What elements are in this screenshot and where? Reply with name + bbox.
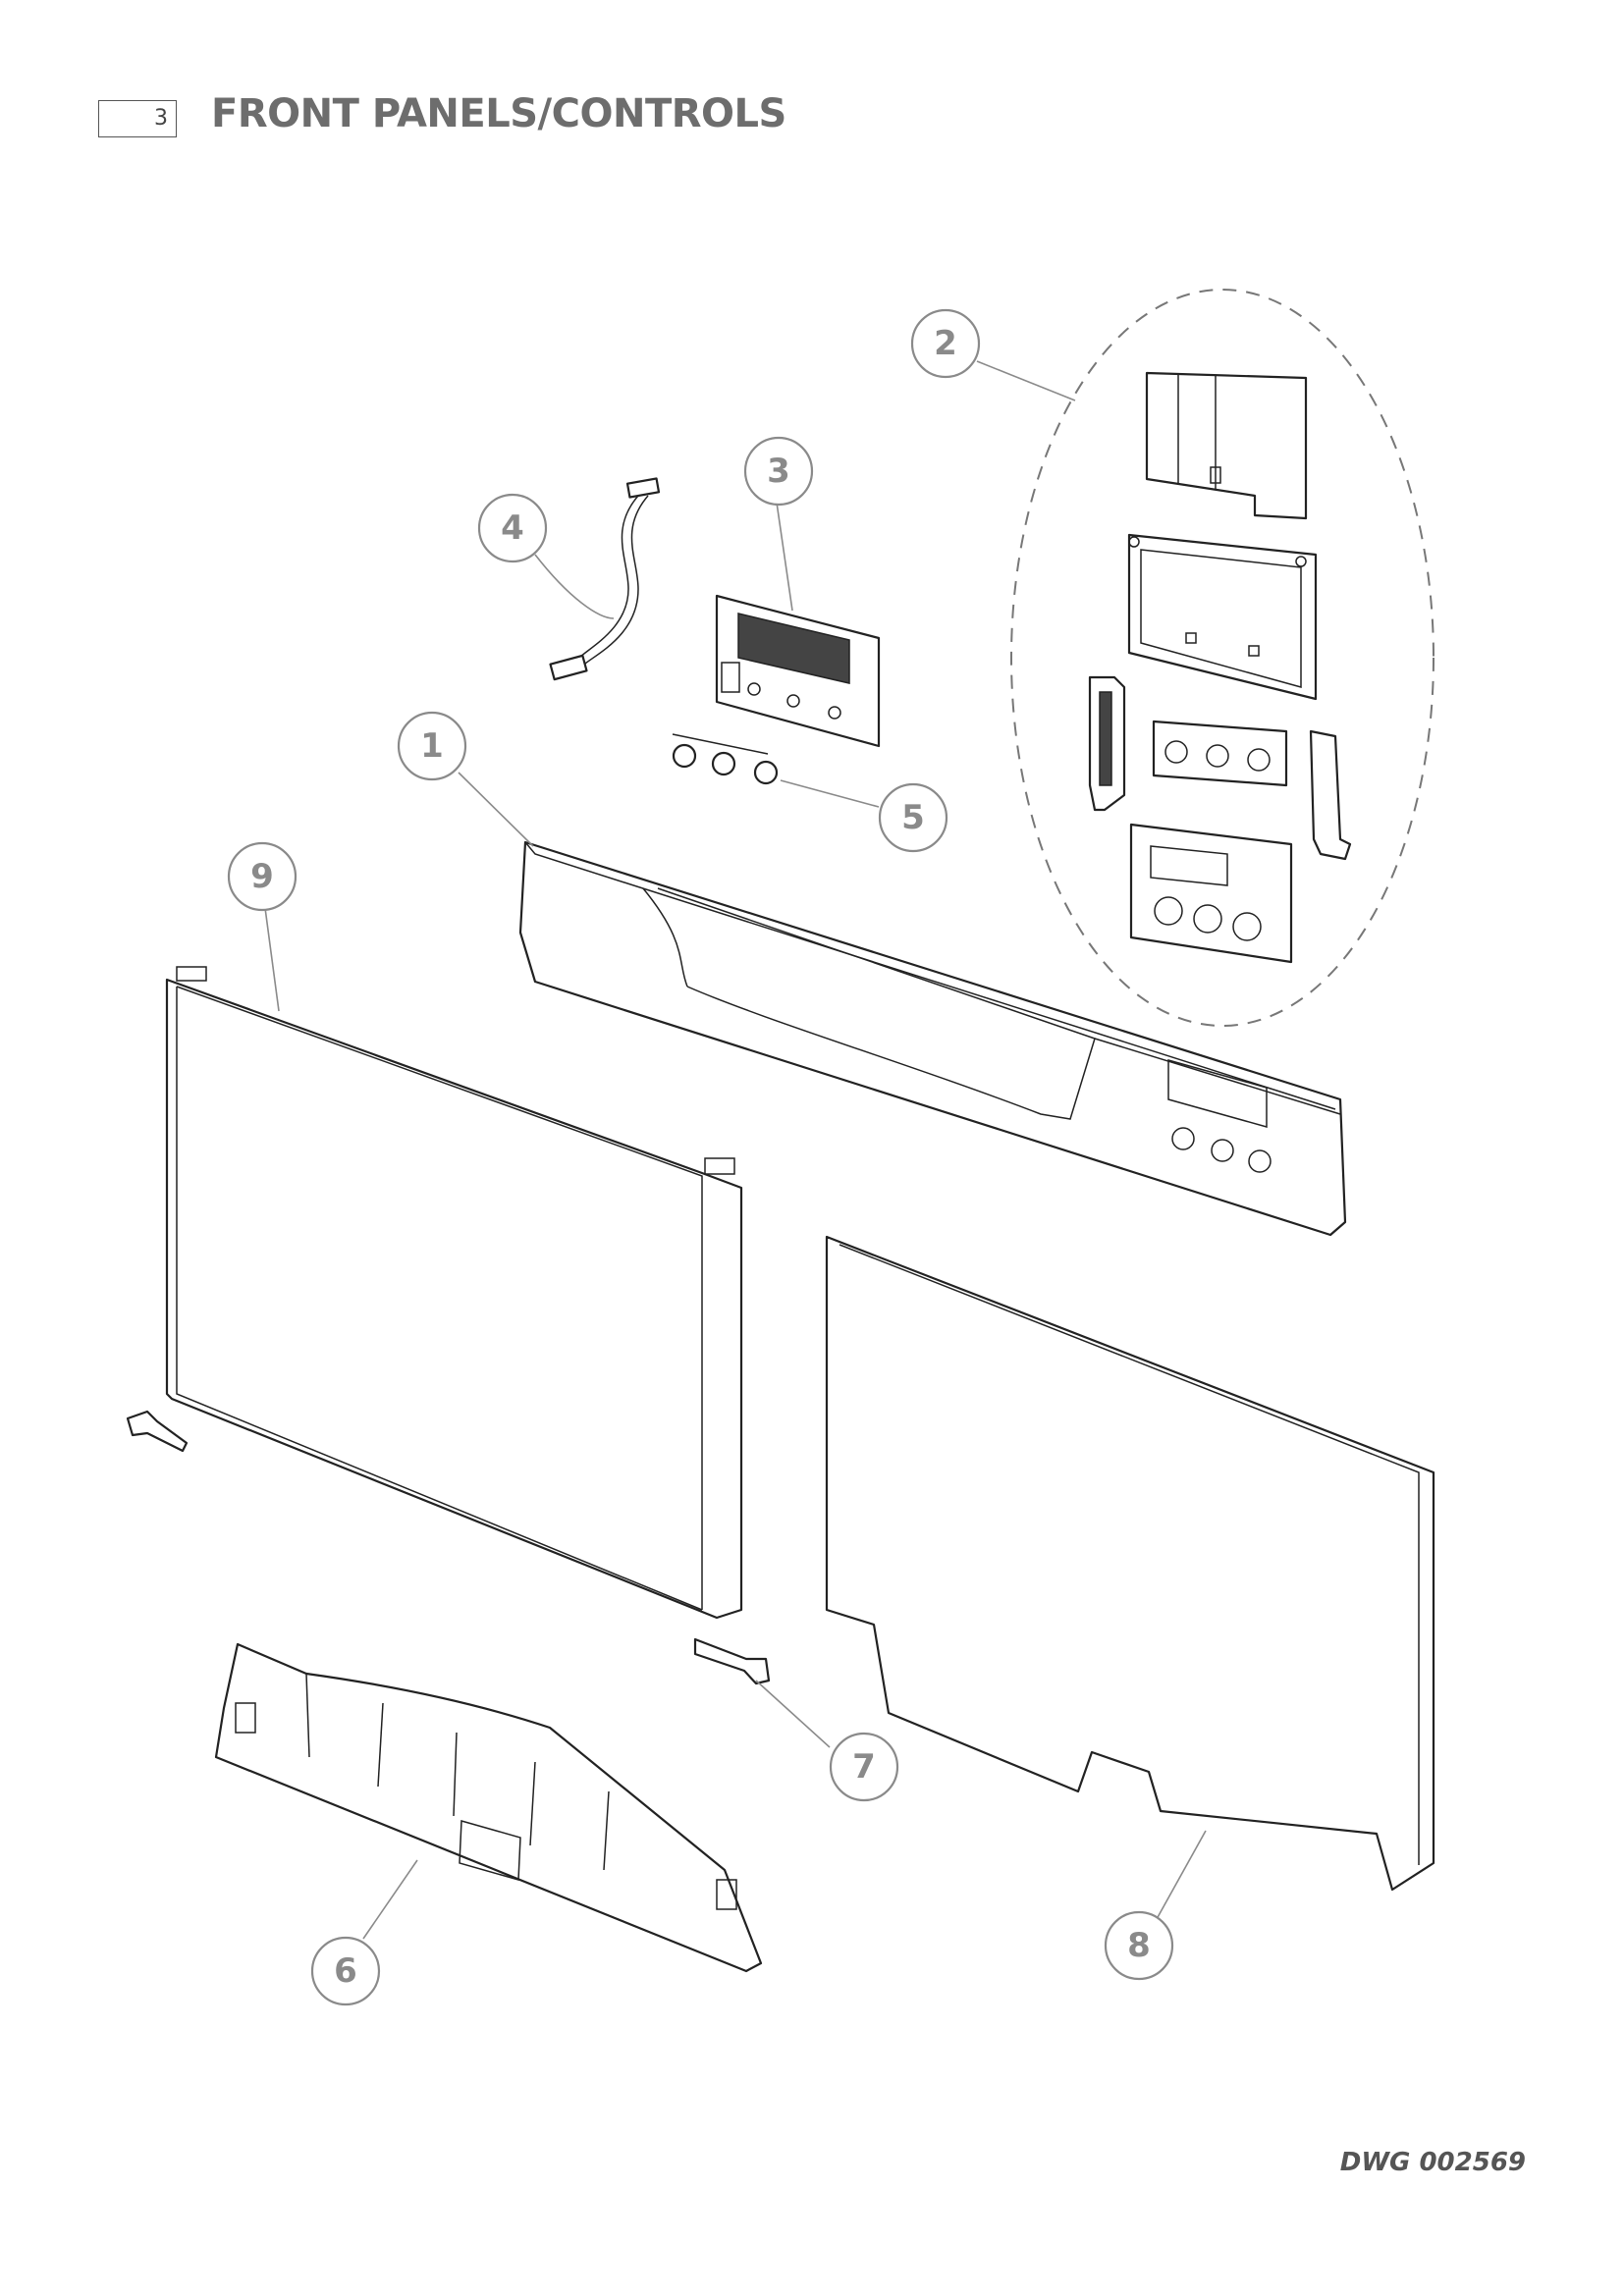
callout-7: 7 [829, 1732, 899, 1802]
part-3-control-board [715, 594, 881, 748]
callout-2: 2 [910, 308, 981, 379]
drawing-number: DWG 002569 [1339, 2148, 1526, 2177]
part-2-display-frame [1129, 823, 1293, 964]
svg-text:4: 4 [501, 508, 524, 548]
part-2-left-bracket [1088, 675, 1126, 812]
part-1-control-panel [518, 840, 1347, 1237]
part-6-kickplate [214, 1642, 763, 1973]
svg-text:9: 9 [250, 857, 274, 896]
part-9-door-panel [165, 966, 743, 1620]
callout-4: 4 [477, 493, 548, 563]
page-title: FRONT PANELS/CONTROLS [211, 91, 786, 136]
callout-1: 1 [397, 711, 467, 781]
callout-5: 5 [878, 782, 948, 853]
leader-8 [1156, 1830, 1207, 1920]
part-2-button-plate [1152, 720, 1288, 787]
leader-6 [362, 1859, 418, 1940]
callout-9: 9 [227, 841, 298, 912]
part-7-screw [693, 1637, 771, 1685]
leader-9 [264, 907, 280, 1012]
leader-5 [780, 779, 880, 808]
svg-text:5: 5 [901, 798, 925, 837]
part-2-right-bracket [1309, 729, 1352, 861]
callout-6: 6 [310, 1936, 381, 2006]
screw-left [126, 1410, 189, 1453]
callout-8: 8 [1104, 1910, 1174, 1981]
part-8-inner-panel [825, 1235, 1435, 1892]
part-2-top-cover [1145, 371, 1308, 520]
callout-3: 3 [743, 436, 814, 507]
svg-text:6: 6 [334, 1951, 357, 1991]
leader-1 [458, 772, 534, 847]
leader-4 [534, 554, 615, 619]
leader-2 [976, 360, 1076, 401]
svg-text:3: 3 [767, 452, 790, 491]
assembly-2-group-outline [1010, 289, 1435, 1027]
svg-text:1: 1 [420, 726, 444, 766]
section-number-box: 3 [98, 100, 177, 137]
svg-text:2: 2 [934, 324, 957, 363]
svg-text:7: 7 [852, 1747, 876, 1787]
leader-3 [775, 495, 793, 612]
part-2-housing [1127, 533, 1318, 701]
leader-7 [755, 1680, 831, 1748]
part-4-wiring-harness [549, 477, 661, 681]
svg-text:8: 8 [1127, 1926, 1151, 1965]
part-5-buttons [672, 733, 779, 785]
